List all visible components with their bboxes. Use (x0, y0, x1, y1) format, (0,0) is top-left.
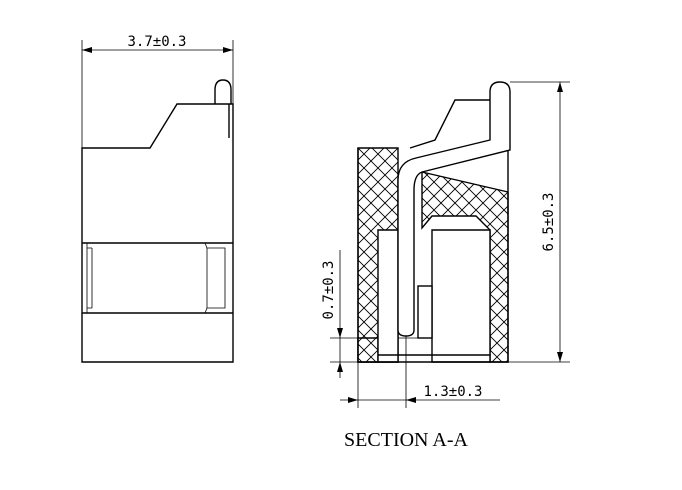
offset-dimension: 0.7±0.3 (321, 250, 358, 378)
width-dimension-label: 3.7±0.3 (127, 34, 186, 50)
side-recess-left (86, 243, 93, 313)
width-dimension: 3.7±0.3 (81, 34, 234, 148)
side-view (81, 79, 234, 363)
side-body-outline (81, 103, 234, 363)
section-housing-bottom (357, 337, 379, 363)
side-pin (214, 79, 232, 104)
side-recess-right (204, 242, 226, 314)
section-cavity-right (431, 229, 491, 363)
height-dimension: 6.5±0.3 (508, 81, 570, 363)
section-caption: SECTION A-A (344, 429, 468, 451)
height-dimension-label: 6.5±0.3 (541, 192, 557, 251)
pitch-dimension: 1.3±0.3 (340, 336, 500, 408)
pitch-dimension-label: 1.3±0.3 (423, 384, 482, 400)
section-outline (357, 148, 509, 363)
offset-dimension-label: 0.7±0.3 (321, 260, 337, 319)
section-cavity (377, 229, 399, 363)
retention-tab (417, 285, 433, 339)
section-view (357, 81, 511, 363)
